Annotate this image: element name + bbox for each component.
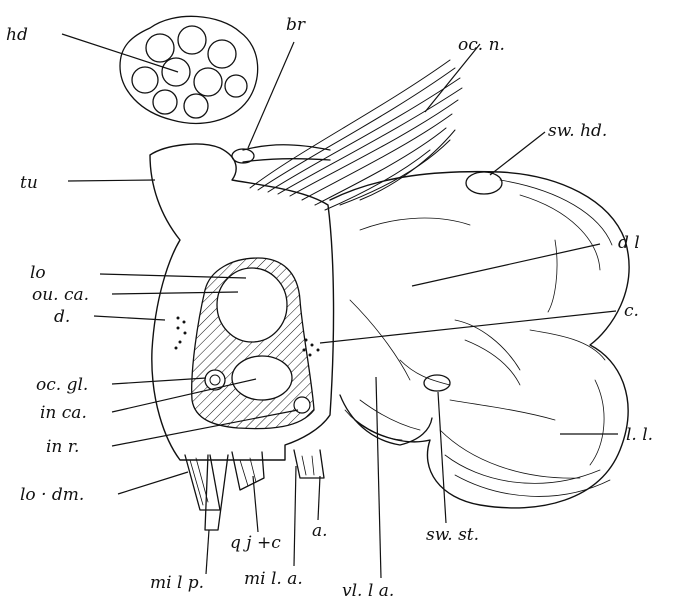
label-br: br bbox=[286, 15, 306, 35]
label-hd: hd bbox=[6, 25, 28, 45]
label-l-l: l. l. bbox=[626, 425, 653, 445]
label-d: d. bbox=[54, 307, 70, 327]
label-oc-gl: oc. gl. bbox=[36, 375, 88, 395]
label-lo: lo bbox=[30, 263, 46, 283]
label-oc-n: oc. n. bbox=[458, 35, 505, 55]
label-mil-p: mi l p. bbox=[150, 573, 204, 593]
sw-st-nodule bbox=[424, 375, 450, 391]
br-process bbox=[232, 145, 330, 163]
lo-cavity-ring bbox=[192, 258, 314, 429]
lateral-lobe bbox=[330, 172, 629, 508]
labels: hd br oc. n. sw. hd. tu d l lo ou. ca. c… bbox=[6, 15, 653, 601]
label-a: a. bbox=[312, 521, 328, 541]
label-vl-la: vl. l a. bbox=[342, 581, 394, 601]
label-in-ca: in ca. bbox=[40, 403, 87, 423]
label-in-r: in r. bbox=[46, 437, 79, 457]
label-mil-a: mi l. a. bbox=[244, 569, 303, 589]
label-tu: tu bbox=[20, 173, 38, 193]
hd-cell-cluster bbox=[120, 16, 258, 123]
label-sw-hd: sw. hd. bbox=[548, 121, 607, 141]
label-sw-st: sw. st. bbox=[426, 525, 479, 545]
label-qj-c: q j +c bbox=[230, 533, 281, 553]
label-dl: d l bbox=[618, 233, 640, 253]
label-c: c. bbox=[624, 301, 639, 321]
optic-nerve bbox=[250, 60, 462, 210]
label-ou-ca: ou. ca. bbox=[32, 285, 89, 305]
sw-hd-nodule bbox=[466, 172, 502, 194]
label-lo-dm: lo · dm. bbox=[20, 485, 84, 505]
